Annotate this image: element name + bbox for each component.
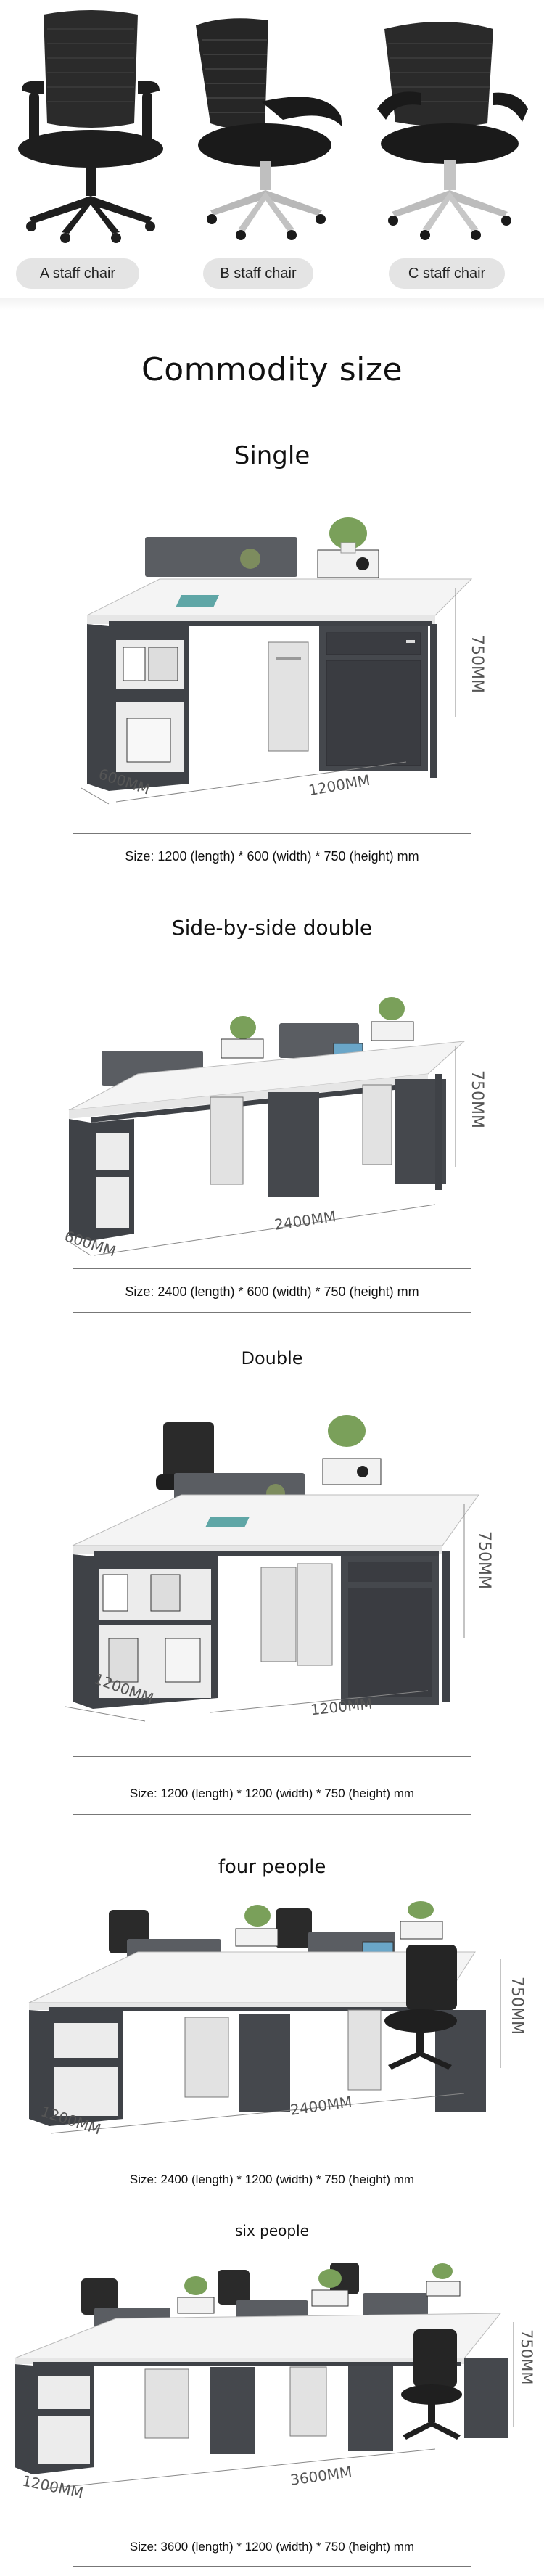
desk-single-image xyxy=(81,517,473,805)
desk-four-people-image xyxy=(28,1901,501,2134)
section-heading: Double xyxy=(241,1348,303,1369)
chair-label[interactable]: A staff chair xyxy=(16,258,139,289)
chair-label[interactable]: C staff chair xyxy=(389,258,505,289)
chair-card-b[interactable]: B staff chair xyxy=(181,0,363,305)
desk-single: 750MM 1200MM 600MM xyxy=(0,486,544,834)
section-heading: six people xyxy=(235,2222,309,2239)
section-heading: Single xyxy=(234,441,310,470)
size-spec: Size: 1200 (length) * 1200 (width) * 750… xyxy=(129,1787,415,1800)
desk-side-by-side: 750MM 2400MM 600MM xyxy=(0,965,544,1270)
size-spec: Size: 2400 (length) * 1200 (width) * 750… xyxy=(129,2173,415,2186)
size-spec: Size: 3600 (length) * 1200 (width) * 750… xyxy=(129,2540,415,2554)
chair-card-c[interactable]: C staff chair xyxy=(363,0,544,305)
desk-four-people: 750MM 2400MM 1200MM xyxy=(0,1901,544,2148)
chair-b-image xyxy=(196,18,342,240)
desk-side-by-side-image xyxy=(65,997,466,1256)
divider xyxy=(0,298,544,311)
desk-double: 750MM 1200MM 1200MM xyxy=(0,1408,544,1727)
dimension-height: 750MM xyxy=(468,1070,486,1128)
chair-options: A staff chair xyxy=(0,0,544,311)
dimension-height: 750MM xyxy=(518,2329,535,2385)
desk-double-image xyxy=(65,1415,479,1722)
desk-six-people-image xyxy=(14,2263,514,2490)
section-heading: four people xyxy=(218,1856,326,1878)
divider xyxy=(73,1312,471,1313)
chair-label[interactable]: B staff chair xyxy=(203,258,313,289)
chair-card-a[interactable]: A staff chair xyxy=(0,0,181,305)
size-spec: Size: 2400 (length) * 600 (width) * 750 … xyxy=(125,1284,419,1299)
dimension-height: 750MM xyxy=(508,1977,526,2035)
chair-c-image xyxy=(377,22,528,240)
divider xyxy=(73,1814,471,1815)
section-heading: Side-by-side double xyxy=(171,916,373,940)
dimension-height: 750MM xyxy=(468,635,486,693)
dimension-height: 750MM xyxy=(475,1531,493,1589)
page-title: Commodity size xyxy=(141,351,403,388)
divider xyxy=(73,1756,471,1757)
desk-six-people: 750MM 3600MM 1200MM xyxy=(0,2249,544,2518)
chair-a-image xyxy=(18,10,163,243)
divider xyxy=(73,2566,471,2567)
divider xyxy=(73,833,471,834)
divider xyxy=(73,1268,471,1269)
size-spec: Size: 1200 (length) * 600 (width) * 750 … xyxy=(125,849,419,864)
